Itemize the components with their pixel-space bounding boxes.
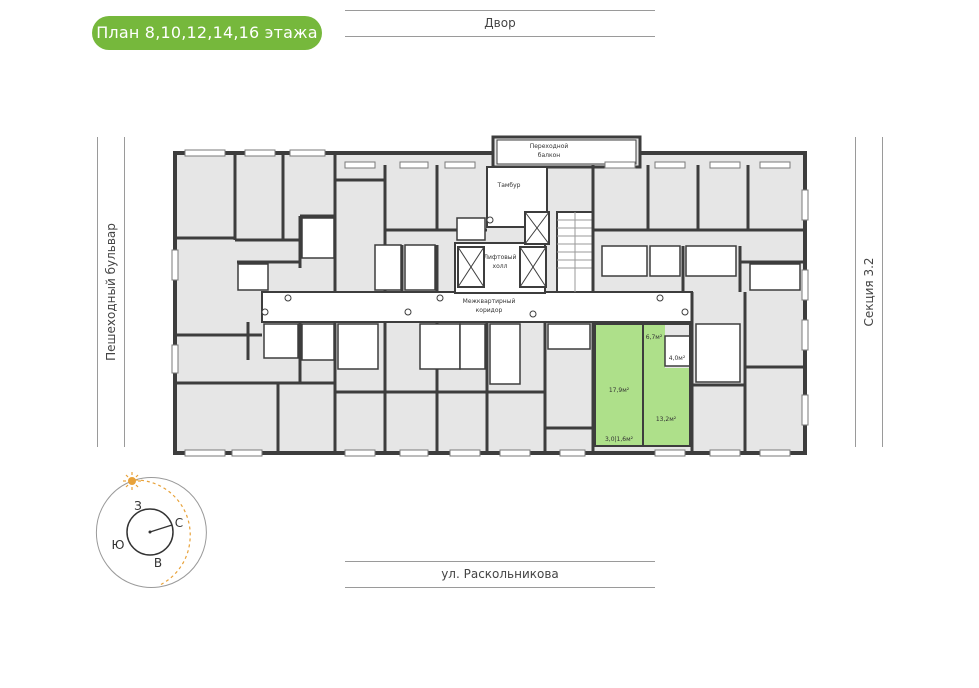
sun-path — [134, 479, 191, 586]
vestibule-label: Тамбур — [497, 182, 521, 189]
floor-plan-title: План 8,10,12,14,16 этажа — [92, 16, 322, 50]
walls-upper — [175, 153, 805, 292]
street-label-bottom: ул. Раскольникова — [345, 561, 655, 588]
corridor-label-2: коридор — [476, 307, 503, 314]
apartment-bath[interactable] — [664, 335, 691, 367]
walls-lower — [175, 292, 805, 453]
door-markers — [261, 216, 689, 318]
compass-needle — [149, 524, 173, 533]
compass-dial — [126, 508, 174, 556]
apartment-kitchen[interactable] — [643, 324, 665, 368]
stair-steps — [557, 212, 593, 292]
corridor-label-1: Межквартирный — [463, 298, 516, 305]
compass-west-label: З — [134, 499, 142, 513]
compass-orbit — [95, 477, 207, 588]
elevator-hall-label-2: холл — [493, 263, 508, 270]
room-area-13-2: 13,2м² — [656, 416, 677, 423]
room-area-kitchen: 6,7м² — [646, 334, 663, 341]
apartment-room-13-2[interactable] — [643, 368, 690, 446]
compass-south-label: Ю — [112, 538, 125, 552]
corridor — [261, 291, 693, 323]
sun-icon — [123, 472, 141, 490]
room-area-bath: 4,0м² — [669, 355, 686, 362]
passage-balcony-label-1: Переходной — [530, 143, 569, 150]
compass-rose: З С Ю В — [95, 472, 207, 588]
room-area-balcony: 3,0|1,6м² — [605, 436, 634, 443]
compass-east-label: В — [154, 556, 162, 570]
passage-balcony-label-2: балкон — [538, 152, 561, 159]
apartment-balcony[interactable] — [595, 428, 643, 446]
bathrooms — [237, 217, 801, 385]
street-label-left: Пешеходный бульвар — [97, 137, 125, 447]
street-label-top: Двор — [345, 10, 655, 37]
street-label-right: Секция 3.2 — [855, 137, 883, 447]
apartment-room-17-9[interactable] — [595, 324, 643, 428]
windows — [171, 149, 809, 457]
compass-north-label: С — [175, 516, 183, 530]
elevator-hall-label-1: Лифтовый — [484, 254, 517, 261]
room-area-17-9: 17,9м² — [609, 387, 630, 394]
highlighted-apartment[interactable] — [594, 323, 691, 447]
passage-balcony-area — [496, 139, 637, 165]
